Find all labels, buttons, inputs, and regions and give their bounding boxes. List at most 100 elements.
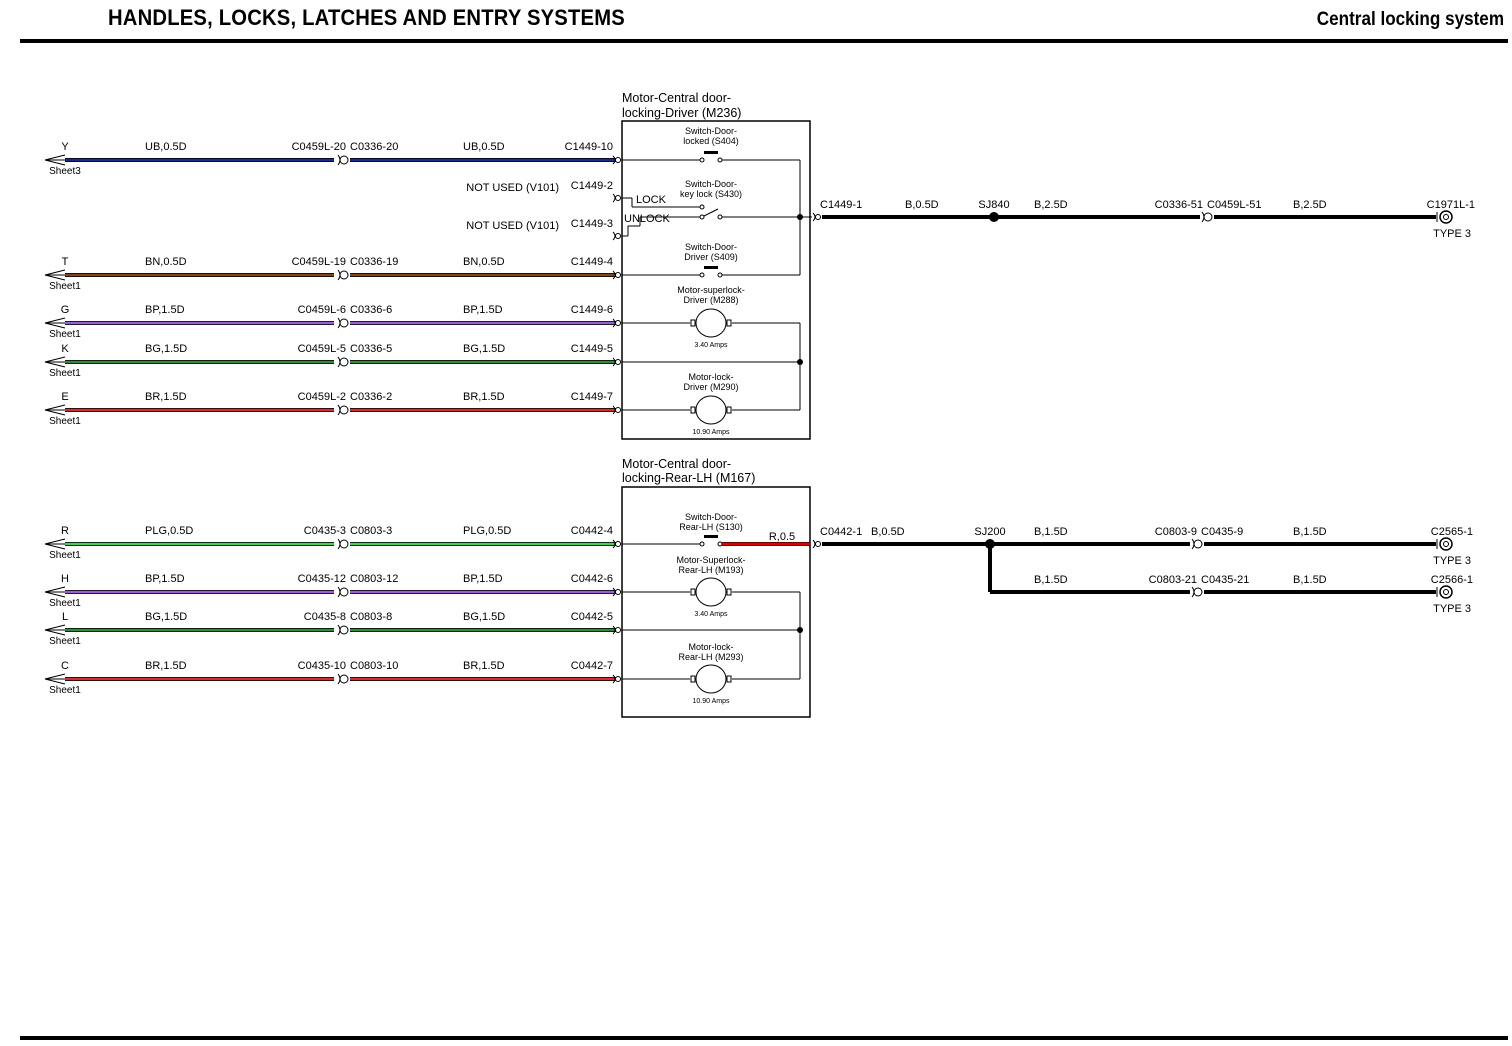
sheet-reference: Sheet1	[49, 636, 81, 647]
pin-bracket	[612, 231, 616, 241]
component-label: Rear-LH (S130)	[679, 522, 743, 532]
module-title: locking-Rear-LH (M167)	[622, 471, 755, 485]
connector-symbol-bracket	[1191, 538, 1195, 550]
wire-spec: B,1.5D	[1034, 526, 1068, 538]
connector-left: C0459L-5	[298, 343, 346, 355]
wire-spec: B,0.5D	[871, 526, 905, 538]
splice-label: SJ840	[978, 199, 1009, 211]
pin-symbol	[615, 359, 621, 365]
end-connector: C1971L-1	[1427, 199, 1475, 211]
end-connector: C2566-1	[1431, 574, 1473, 586]
wire-spec: B,2.5D	[1293, 199, 1327, 211]
amps-label: 10.90 Amps	[693, 698, 730, 705]
connector-left: C0459L-2	[298, 391, 346, 403]
connector-left: C0435-8	[304, 611, 346, 623]
connector-symbol	[339, 270, 349, 280]
module-pin: C1449-10	[565, 141, 613, 153]
lock-label: LOCK	[636, 194, 667, 206]
wire-spec: UB,0.5D	[463, 141, 505, 153]
pin-symbol	[615, 320, 621, 326]
switch-contact	[717, 272, 723, 278]
component-label: Switch-Door-	[685, 179, 737, 189]
connector-symbol-bracket	[337, 673, 341, 685]
connector-left: C0459L-19	[292, 256, 346, 268]
wire-spec: BN,0.5D	[463, 256, 505, 268]
pin-symbol	[615, 407, 621, 413]
connector-symbol	[339, 625, 349, 635]
pin-symbol	[615, 272, 621, 278]
motor-brush-right	[726, 406, 732, 414]
switch-contact	[699, 541, 705, 547]
connector-symbol-bracket	[337, 317, 341, 329]
wire-spec: BG,1.5D	[145, 611, 187, 623]
sheet-reference: Sheet1	[49, 281, 81, 292]
connector-left: C0459L-20	[292, 141, 346, 153]
connector-symbol	[1193, 587, 1203, 597]
connector-symbol	[339, 405, 349, 415]
component-label: Motor-Superlock-	[676, 555, 745, 565]
not-used-label: NOT USED (V101)	[466, 220, 559, 232]
connector-symbol-bracket	[337, 586, 341, 598]
motor-symbol	[695, 308, 727, 338]
connector-left: C0435-12	[298, 573, 346, 585]
amps-label: 3.40 Amps	[694, 611, 728, 618]
pin-bracket	[612, 193, 616, 203]
connector-right: C0336-5	[350, 343, 392, 355]
wire-letter: H	[61, 573, 69, 585]
sheet-reference: Sheet1	[49, 416, 81, 427]
wire-spec: PLG,0.5D	[145, 525, 193, 537]
component-label: Rear-LH (M193)	[678, 565, 743, 575]
unlock-label: UNLOCK	[624, 213, 671, 225]
connector-symbol	[339, 539, 349, 549]
wire-letter: T	[62, 256, 69, 268]
wire-spec: B,1.5D	[1293, 574, 1327, 586]
pin-symbol	[615, 589, 621, 595]
wire-letter: L	[62, 611, 68, 623]
wire-spec: BR,1.5D	[145, 660, 187, 672]
connector-symbol	[339, 674, 349, 684]
connector-right: C0435-21	[1201, 574, 1249, 586]
page-title: HANDLES, LOCKS, LATCHES AND ENTRY SYSTEM…	[108, 5, 625, 30]
module-title: Motor-Central door-	[622, 457, 731, 471]
pin-symbol	[615, 233, 621, 239]
connector-right: C0803-8	[350, 611, 392, 623]
module-box-m236	[621, 120, 811, 440]
component-label: Driver (M290)	[683, 382, 738, 392]
wire-letter: G	[61, 304, 70, 316]
wire-spec: BP,1.5D	[145, 304, 185, 316]
connector-symbol-bracket	[337, 269, 341, 281]
connector-symbol	[1203, 212, 1213, 222]
component-label: Switch-Door-	[685, 512, 737, 522]
component-label: key lock (S430)	[680, 189, 742, 199]
pin-symbol	[615, 157, 621, 163]
pin-bracket	[812, 212, 816, 222]
wire-spec: B,0.5D	[905, 199, 939, 211]
connector-left: C0336-51	[1155, 199, 1203, 211]
connector-symbol-bracket	[337, 404, 341, 416]
eyelet-hole	[1443, 541, 1449, 547]
sheet-reference: Sheet1	[49, 368, 81, 379]
connector-symbol	[339, 587, 349, 597]
amps-label: 10.90 Amps	[693, 429, 730, 436]
motor-symbol	[695, 395, 727, 425]
sheet-reference: Sheet1	[49, 598, 81, 609]
component-label: Switch-Door-	[685, 242, 737, 252]
connector-right: C0803-3	[350, 525, 392, 537]
end-type: TYPE 3	[1433, 228, 1471, 240]
wire-spec: BP,1.5D	[463, 304, 503, 316]
pin-bracket	[812, 539, 816, 549]
wire-spec: B,2.5D	[1034, 199, 1068, 211]
component-label: Motor-lock-	[688, 372, 733, 382]
connector-symbol-bracket	[337, 538, 341, 550]
wire-letter: R	[61, 525, 69, 537]
pin-symbol	[615, 676, 621, 682]
component-label: Rear-LH (M293)	[678, 652, 743, 662]
module-pin: C1449-4	[571, 256, 613, 268]
wire-spec: PLG,0.5D	[463, 525, 511, 537]
switch-contact	[717, 157, 723, 163]
switch-contact	[699, 214, 705, 220]
wire-letter: Y	[61, 141, 69, 153]
connector-right: C0459L-51	[1207, 199, 1261, 211]
amps-label: 3.40 Amps	[694, 342, 728, 349]
junction-dot	[989, 212, 999, 222]
